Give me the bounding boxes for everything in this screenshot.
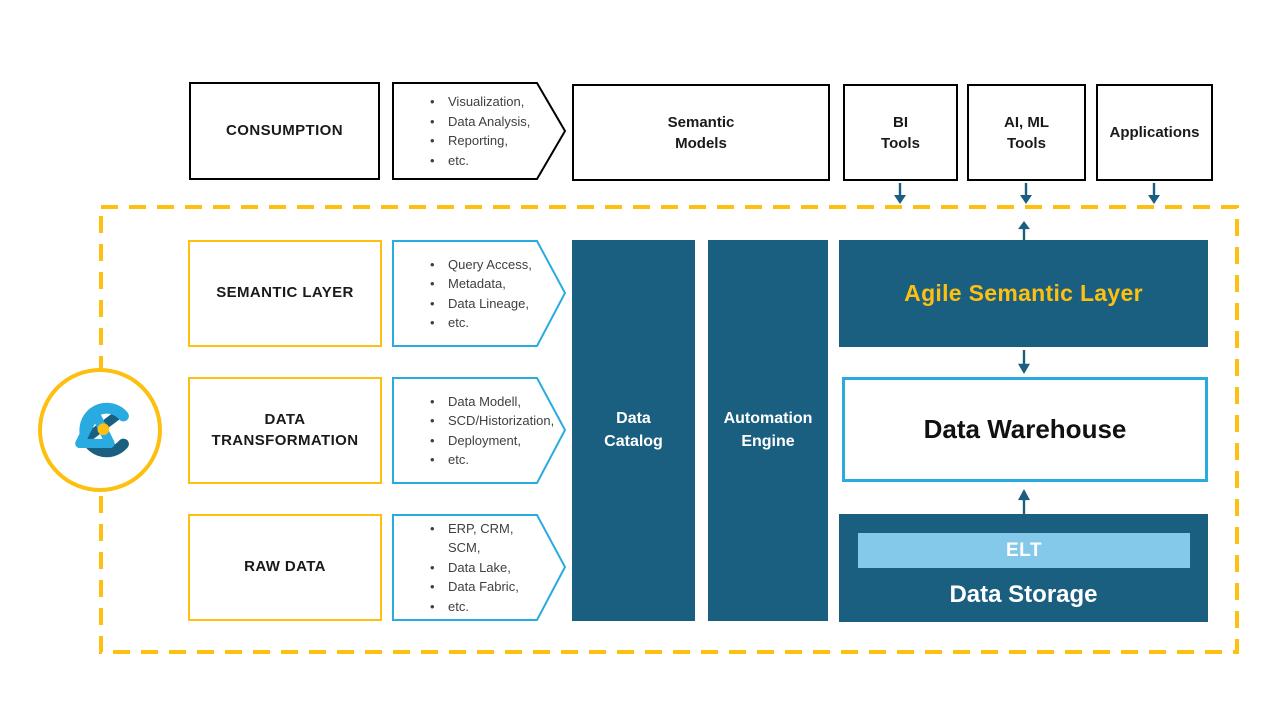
bullet-item: etc. [428,313,537,333]
ai-ml-tools-label: AI, ML Tools [1004,113,1049,152]
data-transformation-chevron: Data Modell, SCD/Historization, Deployme… [392,377,567,484]
bi-tools-down-arrow [894,183,906,204]
bullet-item: etc. [428,597,537,617]
bullet-item: SCD/Historization, [428,411,554,431]
data-transformation-label: DATA TRANSFORMATION [211,411,359,449]
bullet-item: Visualization, [428,92,537,112]
bullet-item: Data Modell, [428,392,537,412]
data-transformation-bullet-list: Data Modell, SCD/Historization, Deployme… [428,392,554,470]
ai-ml-tools-box: AI, ML Tools [967,84,1086,181]
data-storage-label-area: Data Storage [839,568,1208,622]
semantic-layer-label: SEMANTIC LAYER [216,284,354,302]
asl-to-warehouse-down-arrow [1018,350,1030,374]
raw-data-chevron: ERP, CRM, SCM, Data Lake, Data Fabric, e… [392,514,567,621]
consumption-label: CONSUMPTION [226,121,343,139]
bullet-item: Metadata, [428,274,537,294]
automation-engine-column: Automation Engine [708,240,828,621]
bullet-item: etc. [428,450,537,470]
bullet-item: Data Lake, [428,558,537,578]
agile-semantic-layer-up-arrow [1018,221,1030,240]
ai-ml-tools-down-arrow [1020,183,1032,204]
consumption-chevron: Visualization, Data Analysis, Reporting,… [392,82,567,180]
consumption-bullet-list: Visualization, Data Analysis, Reporting,… [428,92,537,170]
bullet-item: etc. [428,151,537,171]
bullet-item: Query Access, [428,255,537,275]
agile-semantic-layer-box: Agile Semantic Layer [839,240,1208,347]
semantic-layer-box: SEMANTIC LAYER [188,240,382,347]
elt-label: ELT [1006,539,1042,561]
bullet-item: Deployment, [428,431,537,451]
applications-box: Applications [1096,84,1213,181]
ac-logo [38,368,162,492]
bullet-item: Data Analysis, [428,112,537,132]
data-transformation-box: DATA TRANSFORMATION [188,377,382,484]
raw-data-bullet-list: ERP, CRM, SCM, Data Lake, Data Fabric, e… [428,519,537,617]
bullet-item: Data Fabric, [428,577,537,597]
bi-tools-box: BI Tools [843,84,958,181]
data-catalog-column: Data Catalog [572,240,695,621]
data-storage-box: ELT Data Storage [839,514,1208,622]
semantic-models-label: Semantic Models [667,113,735,152]
semantic-layer-bullet-list: Query Access, Metadata, Data Lineage, et… [428,255,537,333]
bullet-item: ERP, CRM, SCM, [428,519,537,558]
agile-semantic-layer-label: Agile Semantic Layer [904,280,1143,307]
raw-data-label: RAW DATA [244,558,326,576]
semantic-models-box: Semantic Models [572,84,830,181]
automation-engine-label: Automation Engine [723,410,813,450]
bullet-item: Reporting, [428,131,537,151]
bi-tools-label: BI Tools [881,113,920,152]
consumption-box: CONSUMPTION [189,82,380,180]
elt-bar: ELT [858,533,1190,568]
data-catalog-label: Data Catalog [604,410,663,450]
storage-to-warehouse-up-arrow [1018,489,1030,515]
data-warehouse-label: Data Warehouse [923,414,1127,444]
bullet-item: Data Lineage, [428,294,537,314]
semantic-layer-chevron: Query Access, Metadata, Data Lineage, et… [392,240,567,347]
data-storage-label: Data Storage [949,581,1098,608]
data-warehouse-box: Data Warehouse [842,377,1208,482]
applications-label: Applications [1109,124,1200,141]
platform-dashed-boundary [99,205,1239,654]
ac-logo-icon [75,402,129,458]
raw-data-box: RAW DATA [188,514,382,621]
applications-down-arrow [1148,183,1160,204]
